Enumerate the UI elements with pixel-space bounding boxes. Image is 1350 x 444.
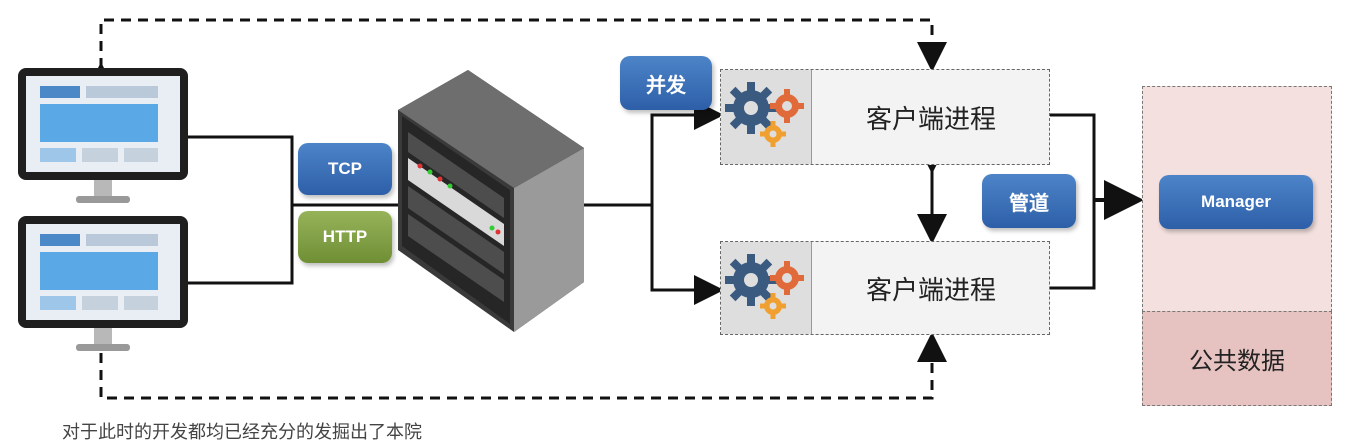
pipe-label: 管道 xyxy=(1009,190,1049,215)
process-bottom-to-manager xyxy=(1048,200,1096,290)
tcp-label: TCP xyxy=(328,159,362,178)
client-process-top: 客户端进程 xyxy=(720,69,1050,165)
client-monitor-icon xyxy=(18,68,188,203)
http-badge: HTTP xyxy=(298,211,392,263)
dashed-link-bottom xyxy=(86,312,947,400)
shared-data-box: 公共数据 xyxy=(1142,311,1332,406)
monitor2-link xyxy=(188,205,294,285)
to-process-top xyxy=(650,100,724,205)
to-process-bottom xyxy=(650,205,724,305)
manager-label: Manager xyxy=(1201,192,1271,211)
monitor1-link xyxy=(188,135,294,205)
client-process-bottom: 客户端进程 xyxy=(720,241,1050,335)
process-top-to-manager xyxy=(1048,113,1096,200)
manager-container: Manager xyxy=(1142,86,1332,312)
tcp-badge: TCP xyxy=(298,143,392,195)
dashed-link-top xyxy=(86,18,947,92)
caption-text: 对于此时的开发都均已经充分的发掘出了本院 xyxy=(62,422,422,443)
concurrency-label: 并发 xyxy=(646,72,686,97)
manager-badge: Manager xyxy=(1159,175,1313,229)
pipe-badge: 管道 xyxy=(982,174,1076,228)
shared-data-label: 公共数据 xyxy=(1189,347,1285,375)
http-label: HTTP xyxy=(322,227,368,246)
process-label: 客户端进程 xyxy=(865,275,996,306)
connection-lines xyxy=(86,18,1144,400)
gears-icon xyxy=(721,242,812,334)
concurrency-badge: 并发 xyxy=(620,56,712,110)
process-label: 客户端进程 xyxy=(865,104,996,135)
gears-icon xyxy=(721,70,812,164)
server-rack-icon xyxy=(398,70,584,332)
client-monitor-icon xyxy=(18,216,188,351)
